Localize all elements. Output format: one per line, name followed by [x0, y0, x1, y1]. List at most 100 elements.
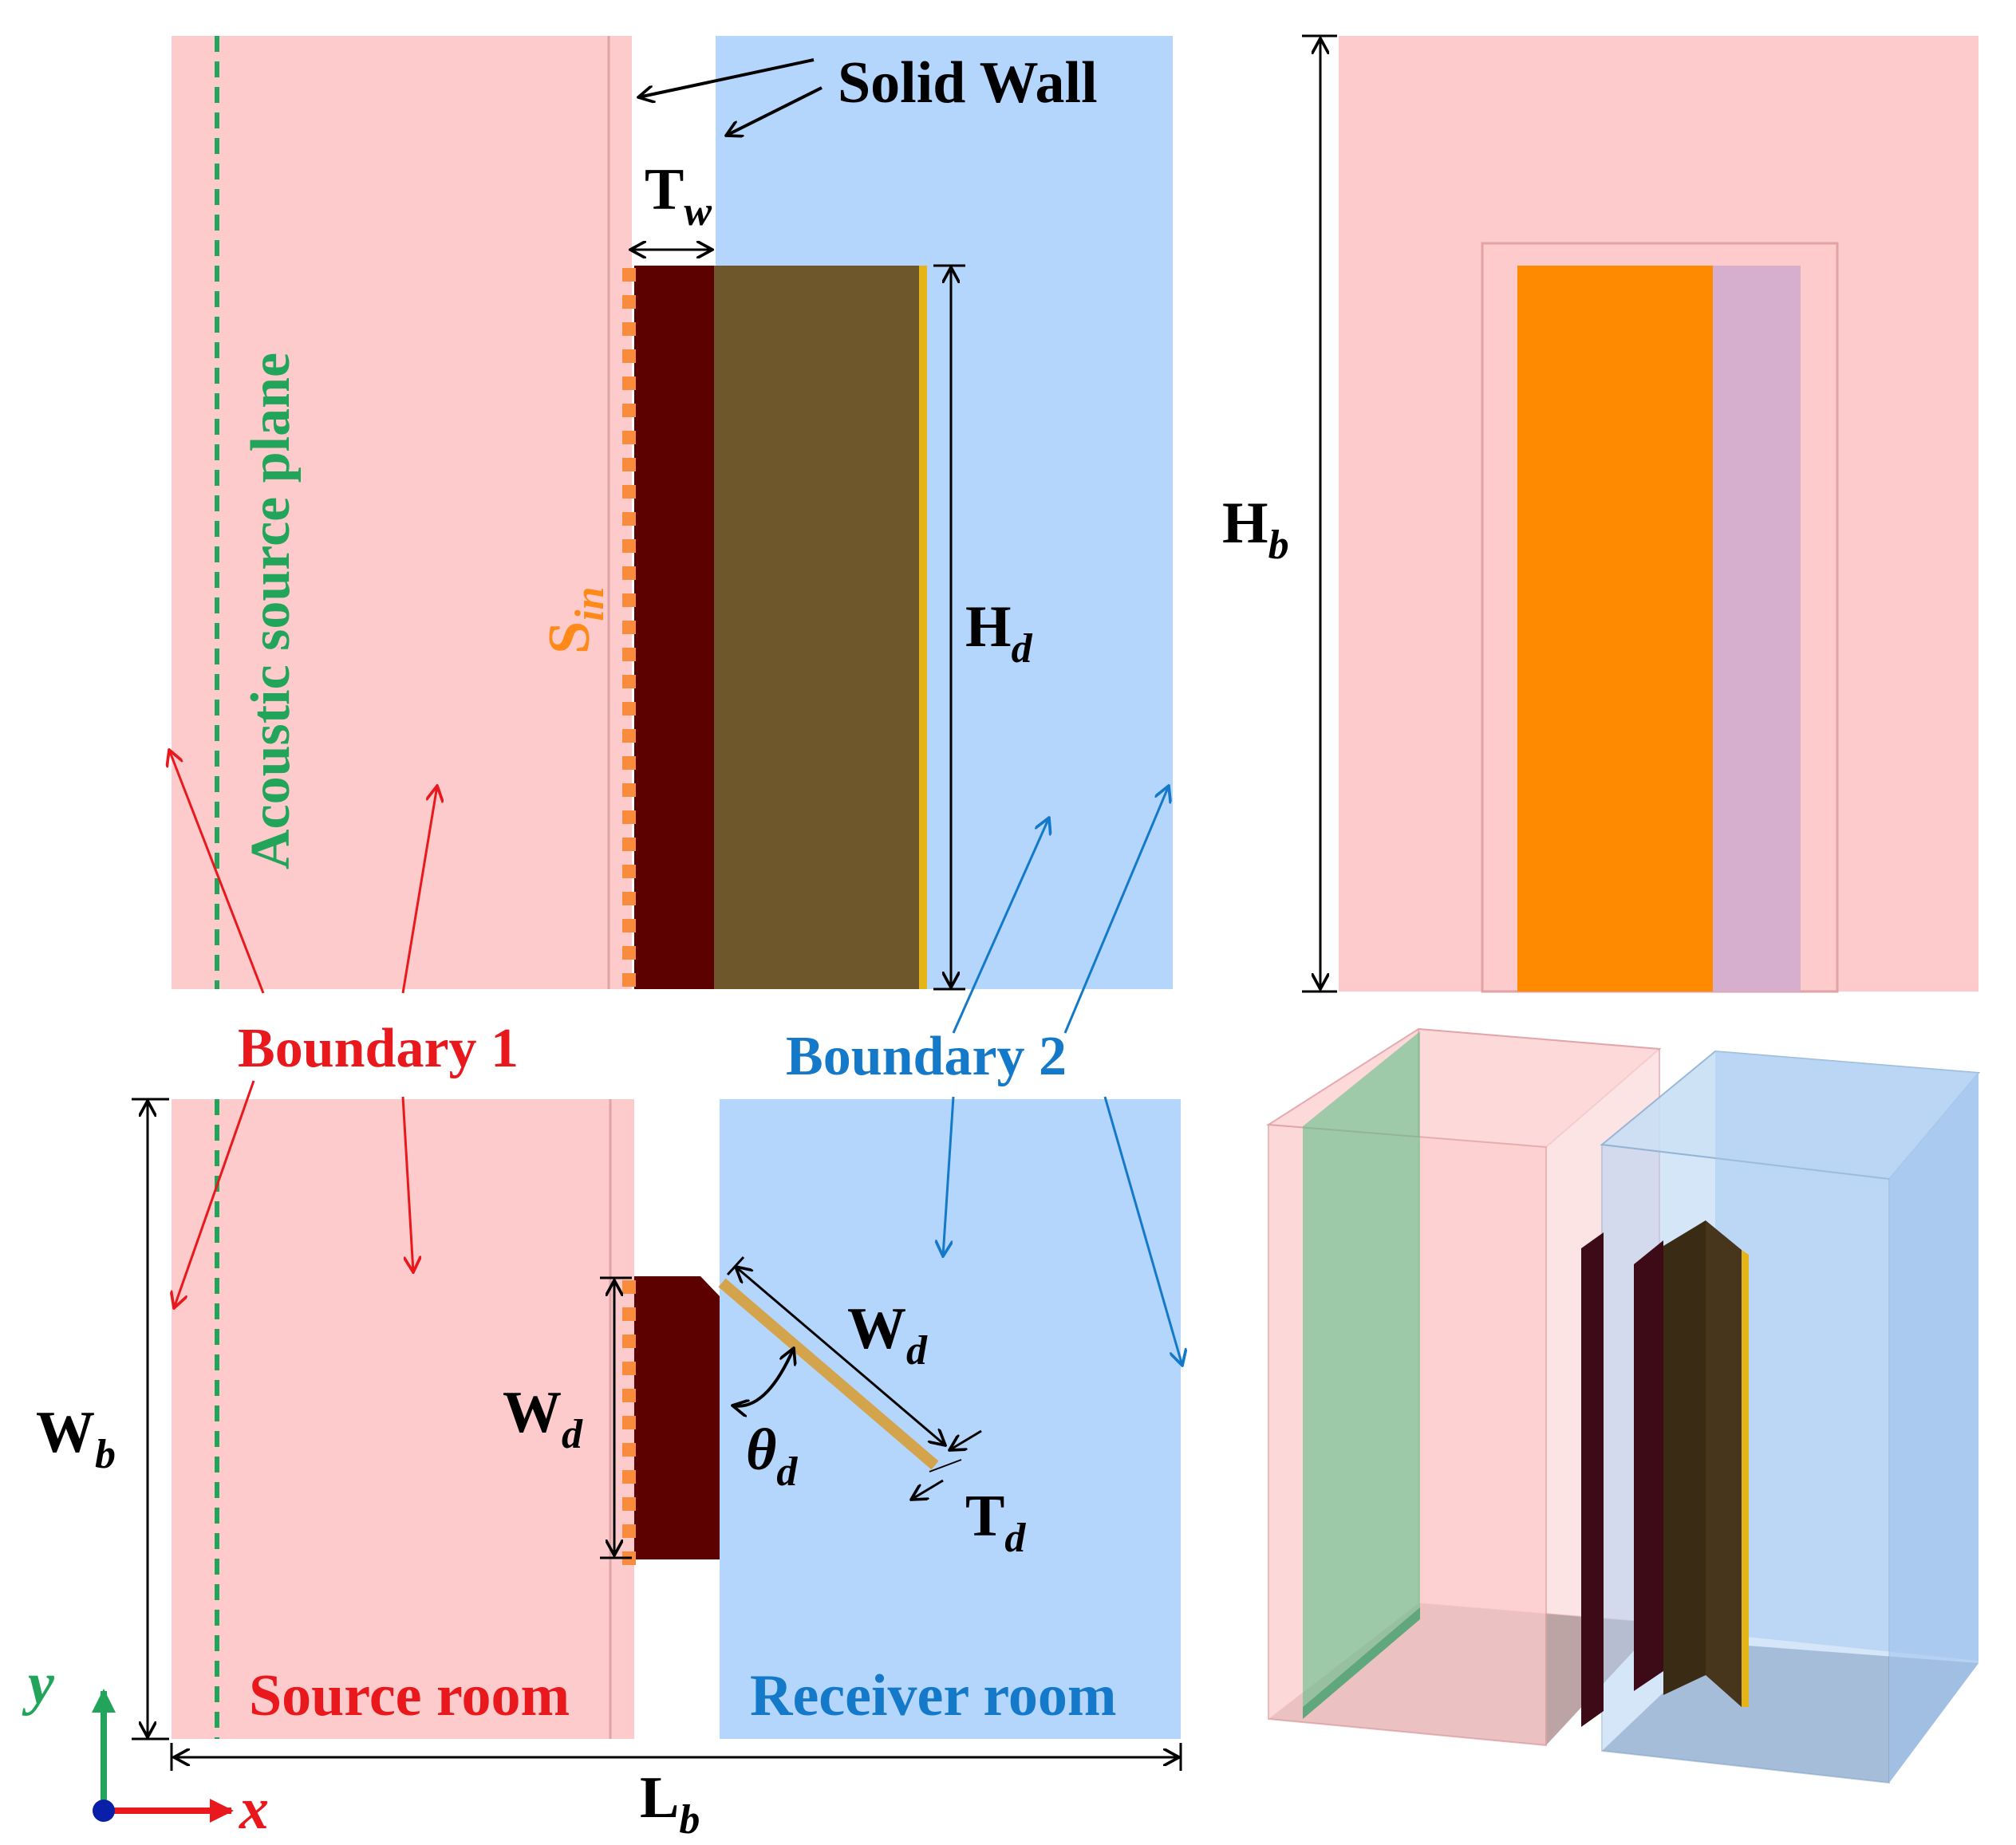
acoustic-source-plane-label: Acoustic source plane [240, 353, 302, 869]
sin-square [622, 512, 636, 526]
sin-square [622, 268, 636, 282]
wd-left-label: Wd [503, 1380, 583, 1457]
wd-right-label-main: W [847, 1296, 906, 1362]
wb-label-main: W [36, 1400, 95, 1465]
sin-square [622, 539, 636, 553]
x-axis-label: x [239, 1776, 269, 1842]
sin-square [622, 1416, 636, 1429]
perspective-view [1265, 1027, 1981, 1784]
sin-square [622, 648, 636, 661]
boundary1-arrow-bottom-b [401, 1096, 413, 1272]
hb-label-main: H [1222, 491, 1268, 556]
sin-square [622, 756, 636, 770]
hd-label-main: H [965, 594, 1012, 660]
sin-square [622, 702, 636, 716]
sin-square [622, 729, 636, 743]
sin-square [622, 973, 636, 987]
top-section-view: Solid Wall Tw Hd Sin Acoustic source pla… [169, 36, 1173, 1087]
sin-square [622, 458, 636, 471]
wb-label: Wb [36, 1400, 116, 1477]
source-room-label: Source room [249, 1663, 570, 1729]
door-frame-top [634, 266, 714, 989]
boundary2-arrow-bottom-a [943, 1096, 955, 1256]
sin-label-sub: in [567, 586, 613, 621]
boundary2-label: Boundary 2 [786, 1026, 1067, 1087]
td-extension [929, 1459, 962, 1472]
solid-wall-arrow-1 [638, 58, 815, 97]
boundary2-arrow-bottom-b [1103, 1096, 1182, 1366]
theta-arc [732, 1348, 794, 1406]
boundary1-arrow-bottom-a [174, 1080, 255, 1308]
wd-left-label-main: W [503, 1380, 562, 1445]
sin-square [622, 485, 636, 499]
boundary1-arrow-top-a [169, 750, 265, 994]
solid-wall-arrow-2 [726, 86, 823, 136]
coordinate-axes: x y [22, 1651, 269, 1842]
sin-square [622, 946, 636, 960]
wd-right-label: Wd [847, 1296, 928, 1374]
elevation-door-frame [1517, 266, 1713, 991]
boundary2-arrow-top-a [952, 818, 1049, 1034]
door-leaf-top [714, 266, 923, 989]
sin-square [622, 322, 636, 336]
door-leaf-3d-side [1663, 1220, 1706, 1695]
acoustic-source-plane-label-group: Acoustic source plane [240, 353, 302, 869]
door-frame-3d-right [1634, 1240, 1663, 1691]
axis-origin-dot [93, 1800, 115, 1822]
sin-square [622, 675, 636, 688]
source-plane-3d-floor-edge [1303, 1607, 1420, 1719]
sin-square [622, 404, 636, 417]
td-label: Td [965, 1484, 1026, 1561]
sin-square [622, 783, 636, 797]
tw-label-main: T [645, 157, 684, 223]
hd-label-sub: d [1012, 626, 1033, 672]
sin-square [622, 431, 636, 444]
wd-diagonal-tick-start [726, 1256, 745, 1276]
sin-square [622, 919, 636, 932]
boundary1-label: Boundary 1 [238, 1018, 519, 1079]
door-frame-plan [634, 1276, 720, 1559]
wd-left-label-sub: d [562, 1412, 583, 1457]
elevation-view: Hb [1222, 34, 1979, 993]
receiver-box-right [1889, 1073, 1979, 1783]
td-label-main: T [965, 1484, 1004, 1549]
sin-label-main: S [537, 621, 602, 654]
sin-square [622, 376, 636, 390]
sin-square [622, 1389, 636, 1402]
sin-square [622, 1280, 636, 1294]
hb-label-sub: b [1268, 522, 1289, 568]
sin-square [622, 1524, 636, 1538]
sin-surface-squares [622, 268, 636, 987]
receiver-room-label: Receiver room [750, 1663, 1117, 1729]
sin-square [622, 295, 636, 309]
tw-label-sub: w [684, 189, 712, 235]
hb-label: Hb [1222, 491, 1289, 568]
elevation-door-leaf [1713, 266, 1801, 991]
sin-label-group: Sin [537, 586, 613, 654]
wb-label-sub: b [95, 1432, 116, 1477]
sin-square [622, 621, 636, 634]
door-edge-top [919, 266, 927, 989]
source-room-top [172, 36, 632, 989]
boundary2-arrow-top-b [1063, 786, 1169, 1034]
sin-square [622, 838, 636, 851]
td-label-sub: d [1004, 1516, 1026, 1561]
source-plane-3d [1303, 1031, 1420, 1707]
boundary1-arrow-top-b [401, 786, 437, 994]
sin-square [622, 865, 636, 878]
y-axis-label: y [22, 1651, 55, 1717]
hd-label: Hd [965, 594, 1033, 672]
sin-square [622, 566, 636, 580]
wd-diagonal-dimension-line [736, 1267, 945, 1445]
plan-view: Wb Wd Wd θd Td Lb Source room Receiver r… [22, 1080, 1182, 1843]
sin-square [622, 349, 636, 363]
sin-square [622, 593, 636, 607]
sin-square [622, 1362, 636, 1375]
door-edge-3d [1742, 1250, 1749, 1707]
sin-surface-squares-plan [622, 1280, 636, 1565]
door-frame-3d-left [1581, 1232, 1604, 1727]
receiver-room-plan [720, 1099, 1181, 1739]
wd-right-label-sub: d [906, 1328, 928, 1374]
solid-wall-label: Solid Wall [838, 50, 1098, 116]
